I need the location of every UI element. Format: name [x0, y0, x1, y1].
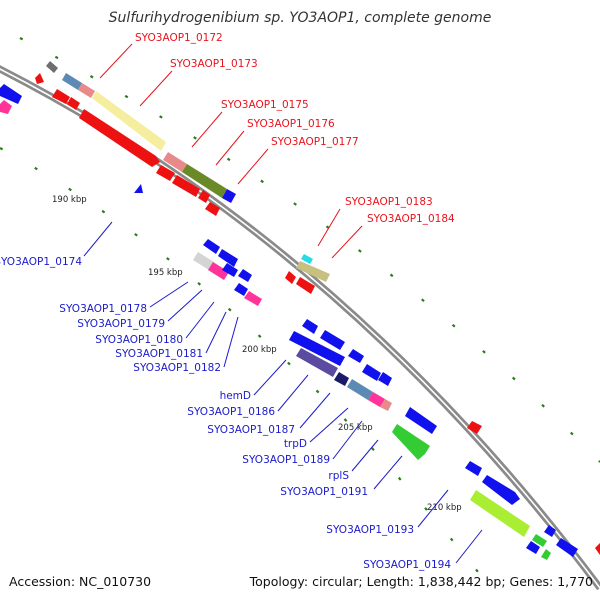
forward-genes	[35, 61, 600, 555]
gene-forward	[163, 152, 187, 172]
gene-reverse	[470, 490, 530, 537]
gene-label: SYO3AOP1_0174	[0, 256, 82, 268]
gene-label: rplS	[328, 470, 349, 482]
gene-forward	[222, 189, 236, 203]
gene-forward	[285, 271, 296, 284]
gene-forward	[172, 175, 200, 197]
gene-forward	[595, 543, 600, 555]
gene-reverse	[0, 84, 22, 104]
gene-reverse	[482, 475, 520, 505]
gene-reverse	[380, 399, 392, 411]
gene-reverse	[218, 249, 238, 267]
gene-label: SYO3AOP1_0177	[271, 136, 359, 148]
gene-forward	[296, 277, 315, 294]
gene-reverse	[203, 239, 220, 254]
gene-forward	[52, 89, 70, 104]
gene-label: SYO3AOP1_0182	[133, 362, 221, 374]
gene-reverse	[378, 372, 392, 386]
gene-label: SYO3AOP1_0184	[367, 213, 455, 225]
kbp-tick-label: 205 kbp	[338, 423, 373, 433]
gene-reverse	[348, 349, 364, 363]
gene-label: SYO3AOP1_0191	[280, 486, 368, 498]
gene-reverse	[289, 331, 345, 366]
gene-label: SYO3AOP1_0173	[170, 58, 258, 70]
forward-leaders	[99, 43, 363, 259]
map-title: Sulfurihydrogenibium sp. YO3AOP1, comple…	[109, 10, 492, 26]
gene-reverse	[526, 541, 540, 554]
gene-reverse	[334, 372, 349, 386]
gene-reverse	[541, 549, 551, 560]
gene-label: trpD	[284, 438, 307, 450]
forward-gene-labels: SYO3AOP1_0172 SYO3AOP1_0173 SYO3AOP1_017…	[135, 32, 455, 225]
gene-reverse	[405, 407, 437, 434]
gene-forward	[182, 164, 227, 198]
topology-text: Topology: circular; Length: 1,838,442 bp…	[249, 574, 593, 589]
gene-label: SYO3AOP1_0178	[59, 303, 147, 315]
gene-forward	[467, 421, 482, 434]
gene-reverse	[347, 379, 373, 400]
gene-forward	[92, 91, 166, 151]
accession-text: Accession: NC_010730	[9, 574, 151, 589]
gene-forward	[156, 165, 175, 181]
gene-forward	[78, 83, 95, 98]
gene-forward	[198, 190, 210, 203]
gene-forward	[67, 97, 80, 110]
kbp-ticks: 190 kbp 195 kbp 200 kbp 205 kbp 210 kbp	[52, 195, 462, 513]
gene-reverse	[544, 525, 556, 537]
gene-reverse	[0, 100, 12, 114]
gene-reverse	[238, 269, 252, 282]
gene-label: SYO3AOP1_0181	[115, 348, 203, 360]
gene-forward	[62, 73, 82, 90]
gene-label: SYO3AOP1_0180	[95, 334, 183, 346]
gene-forward	[35, 73, 44, 84]
gene-reverse	[465, 461, 482, 476]
gene-reverse	[222, 263, 238, 277]
gene-reverse	[234, 283, 248, 296]
gene-reverse	[296, 348, 338, 377]
gene-label: SYO3AOP1_0186	[187, 406, 275, 418]
gene-reverse	[368, 392, 385, 407]
gene-forward	[296, 261, 330, 282]
gene-reverse	[392, 424, 430, 460]
gene-label: SYO3AOP1_0194	[363, 559, 451, 571]
gene-reverse	[302, 319, 318, 334]
gene-reverse	[362, 364, 381, 381]
gene-label: SYO3AOP1_0189	[242, 454, 330, 466]
gene-reverse	[532, 534, 547, 547]
reverse-leaders	[83, 221, 483, 564]
gene-label: SYO3AOP1_0172	[135, 32, 223, 44]
gene-reverse	[193, 252, 214, 270]
gene-label: SYO3AOP1_0176	[247, 118, 335, 130]
gene-label: SYO3AOP1_0179	[77, 318, 165, 330]
gene-reverse	[244, 291, 262, 306]
gene-forward	[79, 109, 160, 167]
gene-label: SYO3AOP1_0183	[345, 196, 433, 208]
gene-reverse	[208, 262, 229, 280]
gene-forward	[301, 254, 313, 264]
gene-label: SYO3AOP1_0175	[221, 99, 309, 111]
kbp-tick-label: 190 kbp	[52, 195, 87, 205]
gene-forward	[205, 202, 220, 216]
kbp-tick-label: 195 kbp	[148, 268, 183, 278]
kbp-tick-label: 210 kbp	[427, 503, 462, 513]
reverse-gene-labels: SYO3AOP1_0174 SYO3AOP1_0178 SYO3AOP1_017…	[0, 256, 451, 571]
gene-label: SYO3AOP1_0193	[326, 524, 414, 536]
gene-label: SYO3AOP1_0187	[207, 424, 295, 436]
gene-label: hemD	[220, 390, 251, 402]
kbp-tick-label: 200 kbp	[242, 345, 277, 355]
gene-reverse	[134, 184, 143, 193]
gene-reverse	[320, 330, 345, 350]
reverse-genes	[0, 84, 578, 560]
gene-reverse	[556, 538, 578, 557]
gene-forward	[46, 61, 58, 73]
